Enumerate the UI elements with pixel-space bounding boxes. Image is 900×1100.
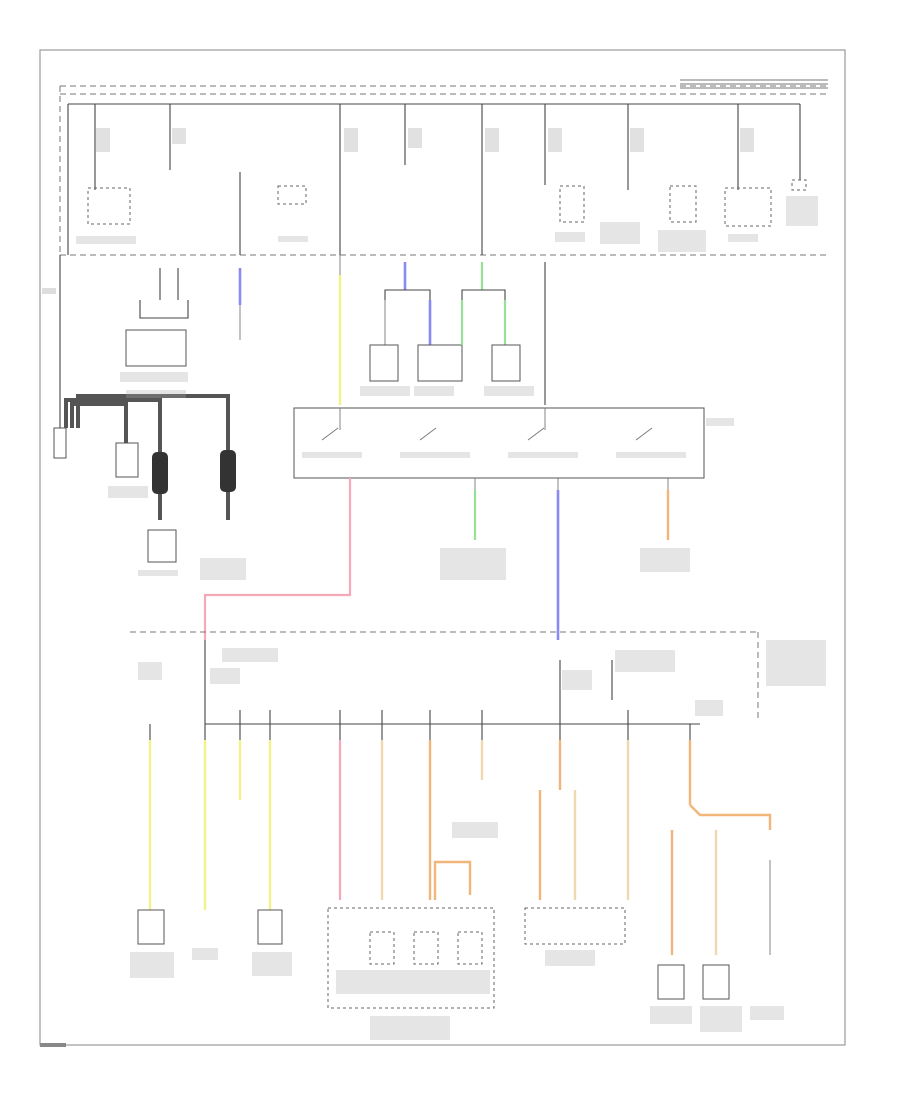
fuse-labels xyxy=(76,128,818,252)
fuse-branches xyxy=(94,104,801,255)
main-harness xyxy=(64,390,246,580)
ignition-switch xyxy=(293,407,734,479)
battery-feed xyxy=(42,255,67,459)
upper-modules xyxy=(360,262,546,405)
lower-components xyxy=(130,822,784,1040)
left-relay-module xyxy=(120,268,189,382)
ignition-outputs xyxy=(203,478,690,640)
underhood-fuse-box xyxy=(59,79,830,256)
diagram-frame xyxy=(39,49,846,1046)
page-marker xyxy=(40,1043,66,1047)
interior-fuse-box xyxy=(130,631,826,725)
fuse-box-relays xyxy=(87,179,807,227)
lower-branches xyxy=(148,710,772,955)
